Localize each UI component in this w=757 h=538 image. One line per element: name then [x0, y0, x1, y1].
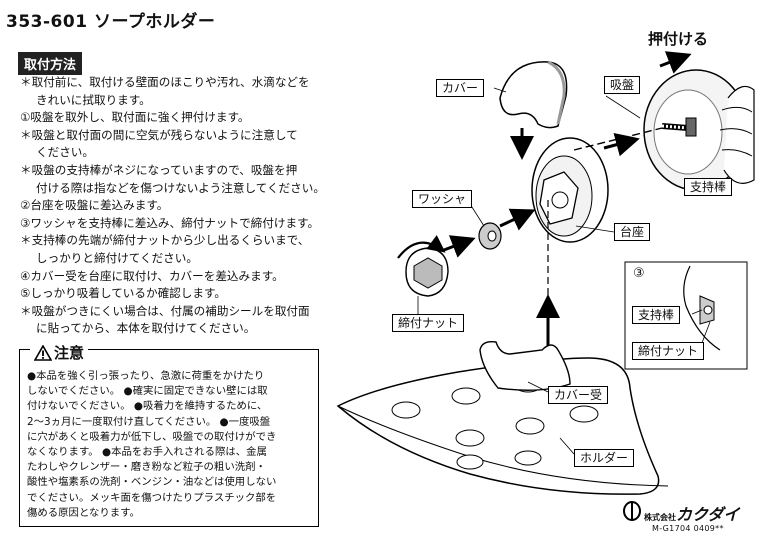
detail-number: ③ — [633, 266, 645, 281]
caution-line: ●本品を強く引っ張ったり、急激に荷重をかけたり — [27, 370, 265, 382]
step-line: ください。 — [36, 145, 94, 160]
caution-line: たわしやクレンザー・磨き粉など粒子の粗い洗剤・ — [27, 461, 266, 474]
washer-label: ワッシャ — [412, 190, 473, 208]
step-line: ③ワッシャを支持棒に差込み、締付ナットで締付けます。 — [20, 215, 320, 230]
caution-box — [19, 349, 319, 527]
cover-holder-label: カバー受 — [548, 386, 609, 404]
suction-cup-illustration — [643, 69, 755, 191]
cover-label: カバー — [436, 79, 485, 97]
step-line: ＊吸盤がつきにくい場合は、付属の補助シールを取付面 — [20, 303, 310, 318]
brand-name: カクダイ — [676, 505, 740, 524]
caution-line: なくなります。 ●本品をお手入れされる際は、金属 — [27, 446, 267, 459]
step-line: ＊吸盤の支持棒がネジになっていますので、吸盤を押 — [20, 162, 298, 177]
step-line: ⑤しっかり吸着しているか確認します。 — [20, 286, 226, 301]
base-arrow — [603, 133, 640, 157]
nut-illustration — [397, 235, 449, 297]
cover-illustration — [499, 60, 568, 129]
detail-rod-label: 支持棒 — [632, 306, 681, 324]
step-line: ＊支持棒の先端が締付ナットから少し出るくらいまで、 — [20, 233, 310, 248]
base-label: 台座 — [614, 223, 651, 241]
step-line: 付ける際は指などを傷つけないよう注意してください。 — [36, 180, 325, 195]
step-line: ②台座を吸盤に差込みます。 — [20, 198, 169, 213]
caution-line: 付けないでください。 ●吸着力を維持するために、 — [27, 400, 268, 413]
caution-body: ●本品を強く引っ張ったり、急激に荷重をかけたり しないでください。 ●確実に固定… — [27, 369, 313, 521]
caution-line: しないでください。 ●確実に固定できない壁には取 — [27, 385, 268, 398]
brand-logo-icon — [623, 501, 641, 521]
push-arrow — [659, 51, 692, 74]
caution-line: 傷める原因となります。 — [27, 506, 140, 519]
caution-title-text: 注意 — [54, 344, 85, 362]
page-title: 353-601 ソープホルダー — [6, 12, 216, 32]
washer-illustration — [478, 222, 502, 250]
caution-line: 酸性や塩素系の洗剤・ベンジン・油などは使用しない — [27, 476, 277, 489]
washer-arrow — [499, 208, 536, 231]
product-code: M-G1704 0409** — [652, 524, 724, 533]
step-line: きれいに拭取ります。 — [36, 92, 151, 107]
detail-nut-label: 締付ナット — [632, 342, 705, 360]
nut-arrow — [443, 235, 476, 258]
section-title: 取付方法 — [18, 52, 83, 75]
holder-label: ホルダー — [574, 449, 635, 467]
step-line: ＊取付前に、取付ける壁面のほこりや汚れ、水滴などを — [20, 75, 310, 89]
brand-prefix: 株式会社 — [644, 513, 676, 522]
installation-steps: ＊取付前に、取付ける壁面のほこりや汚れ、水滴などを きれいに拭取ります。 ①吸盤… — [20, 74, 392, 338]
step-line: ①吸盤を取外し、取付面に強く押付けます。 — [20, 110, 250, 125]
support-rod-label: 支持棒 — [684, 178, 733, 196]
base-plate-illustration — [531, 137, 609, 243]
step-line: ④カバー受を台座に取付け、カバーを差込みます。 — [20, 268, 284, 283]
step-line: しっかりと締付けてください。 — [36, 250, 198, 265]
step-line: に貼ってから、本体を取付けてください。 — [36, 321, 256, 336]
holder-dish-illustration — [336, 340, 669, 495]
nut-label: 締付ナット — [392, 314, 465, 332]
push-label: 押付ける — [648, 30, 709, 48]
suction-cup-label: 吸盤 — [604, 76, 641, 94]
step-line: ＊吸盤と取付面の間に空気が残らないように注意して — [20, 127, 298, 142]
caution-line: でください。メッキ面を傷つけたりプラスチック部を — [27, 491, 277, 504]
caution-line: 2～3ヵ月に一度取付け直してください。 ●一度吸盤 — [27, 415, 271, 428]
caution-title: 注意 — [30, 342, 89, 363]
brand-logo: 株式会社カクダイ — [644, 501, 739, 525]
warning-icon — [34, 344, 52, 361]
caution-line: に穴があくと吸着力が低下し、吸盤での取付けができ — [27, 430, 277, 443]
